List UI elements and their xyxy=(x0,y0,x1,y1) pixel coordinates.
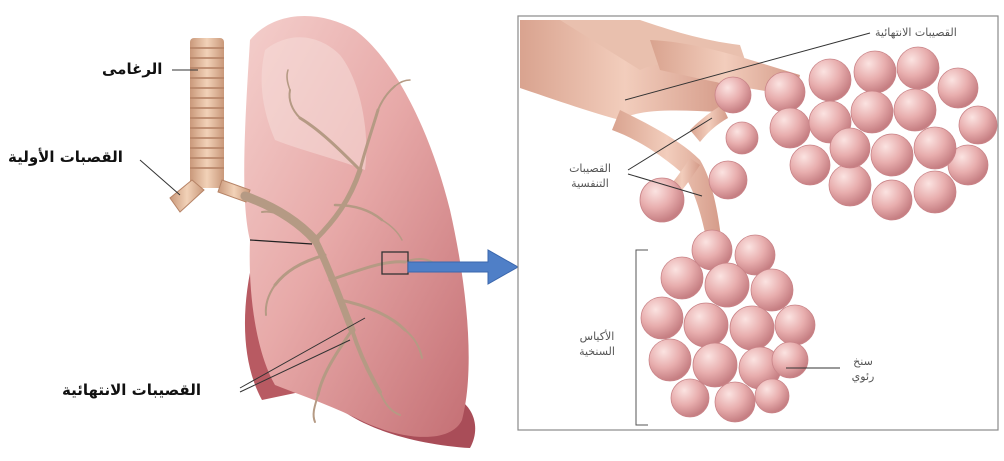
primary-bronchi-leader xyxy=(140,160,180,195)
label-primary-bronchi: القصبات الأولية xyxy=(8,150,123,165)
label-pulmonary-alveolus-line1: سنخ xyxy=(840,355,886,370)
label-alveolar-sacs-line2: السنخية xyxy=(565,345,629,360)
label-alveolar-sacs: الأكياس السنخية xyxy=(565,330,629,360)
label-alveolar-sacs-line1: الأكياس xyxy=(565,330,629,345)
label-respiratory-bronchioles-line1: القصيبات xyxy=(550,162,630,177)
label-trachea: الرغامى xyxy=(102,62,162,77)
label-pulmonary-alveolus-line2: رئوي xyxy=(840,370,886,385)
label-terminal-bronchioles-zoom: القصيبات الانتهائية xyxy=(875,26,957,41)
label-pulmonary-alveolus: سنخ رئوي xyxy=(840,355,886,385)
trachea xyxy=(190,38,224,188)
lung-illustration xyxy=(170,16,475,448)
label-terminal-bronchioles: القصيبات الانتهائية xyxy=(62,383,201,398)
label-respiratory-bronchioles: القصيبات التنفسية xyxy=(550,162,630,192)
label-respiratory-bronchioles-line2: التنفسية xyxy=(550,177,630,192)
